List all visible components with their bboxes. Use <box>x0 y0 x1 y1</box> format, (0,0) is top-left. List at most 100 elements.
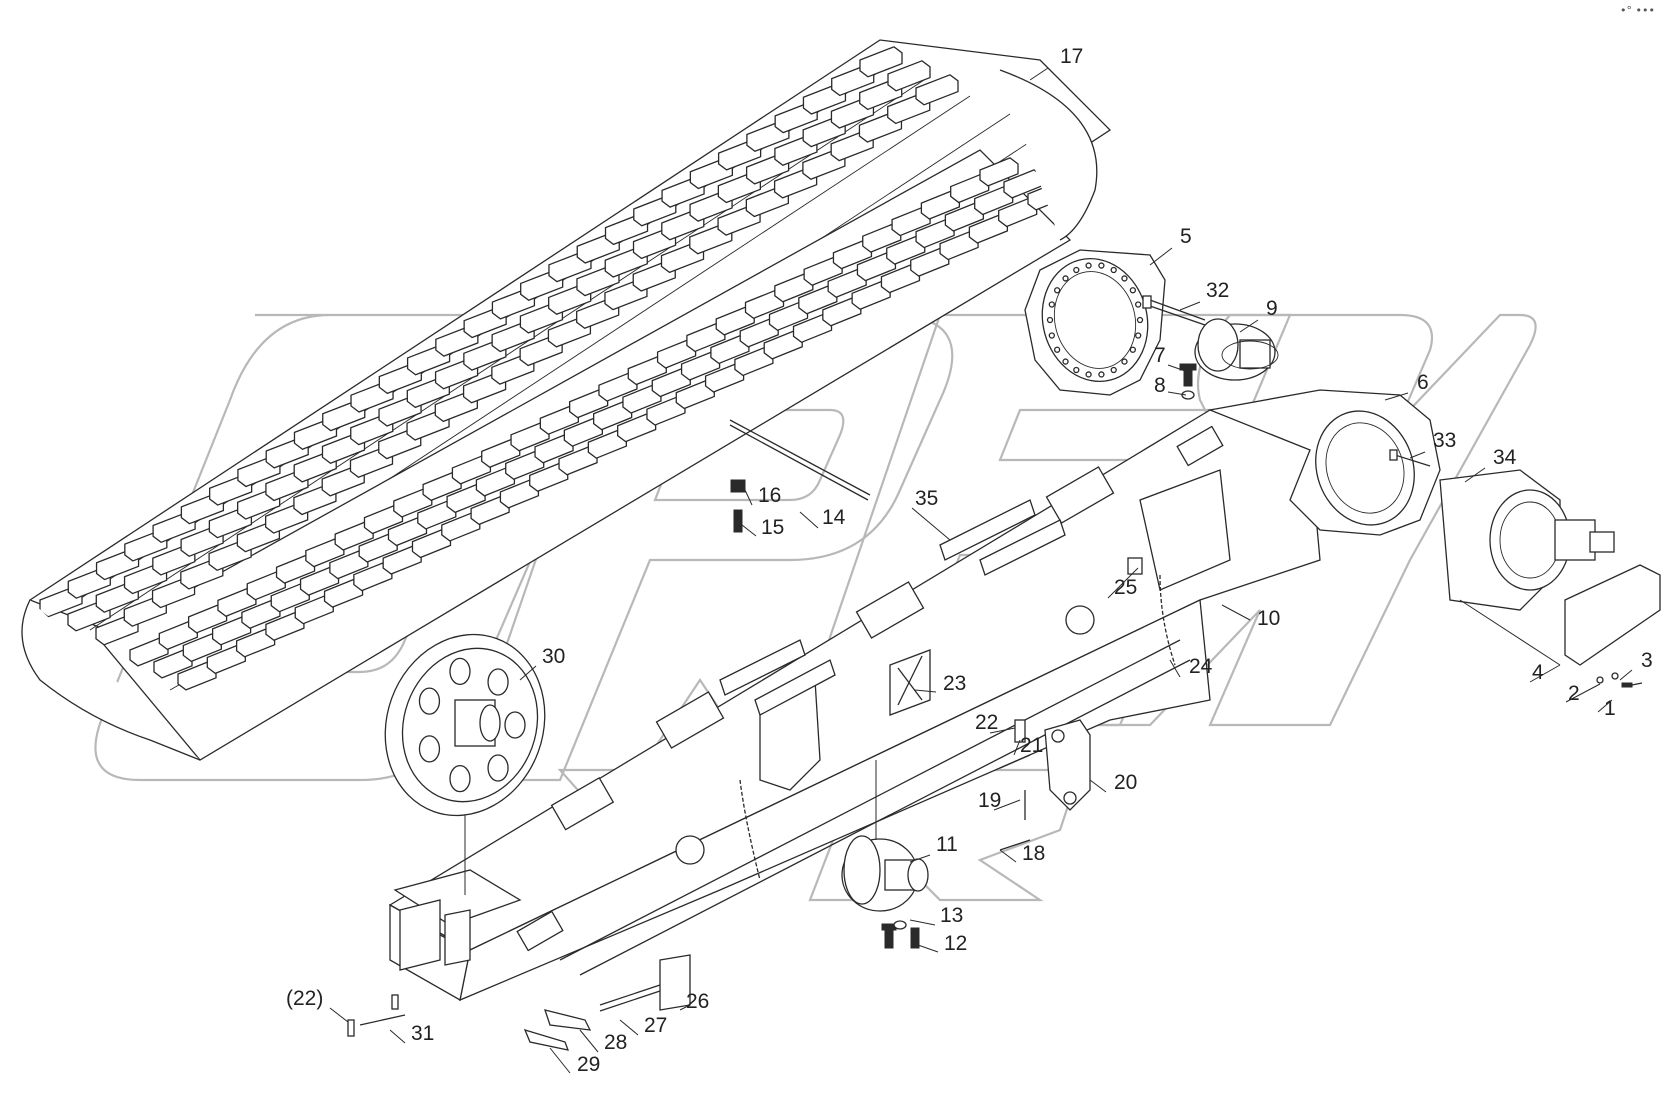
sprocket-hole <box>1098 371 1105 378</box>
sprocket-hole <box>1048 332 1055 339</box>
lifting-handles <box>719 499 1066 716</box>
front-pin <box>347 994 406 1037</box>
track-frame <box>388 409 1321 1002</box>
track-shoe <box>887 60 931 92</box>
idler-hole <box>418 735 441 763</box>
sprocket-hole <box>1135 301 1142 308</box>
callout-20: 20 <box>1114 771 1137 794</box>
sprocket-hole <box>1053 346 1061 353</box>
leader-lines <box>329 67 1633 1074</box>
track-shoes-lower <box>129 157 1067 691</box>
callout-10: 10 <box>1257 607 1280 630</box>
idler-holes <box>418 657 526 793</box>
sprocket-hole <box>1110 266 1117 274</box>
front-idler <box>384 633 546 817</box>
callout-22: 22 <box>975 711 998 734</box>
sprocket-hole <box>1073 366 1080 374</box>
sprocket-hole <box>1046 316 1054 324</box>
track-shoe-bolts <box>730 479 746 533</box>
callout-7: 7 <box>1154 344 1166 367</box>
callout-labels: 1234567891011121314151617181920212223242… <box>286 45 1653 1076</box>
track-tensioner <box>599 954 691 1012</box>
callout-21: 21 <box>1020 734 1043 757</box>
sprocket-hole <box>1136 316 1144 324</box>
sprocket-hole <box>1085 262 1092 269</box>
track-roller <box>841 835 929 912</box>
sprocket-hole <box>1098 262 1105 269</box>
callout-15: 15 <box>761 516 784 539</box>
callout-31: 31 <box>411 1022 434 1045</box>
idler-hole <box>487 754 509 782</box>
callout-9: 9 <box>1266 297 1278 320</box>
sprocket-hole <box>1121 275 1128 282</box>
roller-mounting-bolts <box>881 920 920 949</box>
frame-lug <box>1127 557 1143 575</box>
callout-28: 28 <box>604 1031 627 1054</box>
link-pins <box>999 719 1031 851</box>
sprocket-hole <box>1135 332 1142 339</box>
callout-14: 14 <box>822 506 846 529</box>
callout-12: 12 <box>944 932 967 955</box>
callout-23: 23 <box>943 672 966 695</box>
track-pin <box>729 419 871 501</box>
callout-33: 33 <box>1433 429 1456 452</box>
tension-shims <box>523 1009 592 1051</box>
callout-32: 32 <box>1206 279 1229 302</box>
track-shoes-upper <box>39 46 959 646</box>
idler-hole <box>487 668 509 696</box>
track-shoe <box>859 46 903 78</box>
callout-4: 4 <box>1532 661 1544 684</box>
callout-13: 13 <box>940 904 963 927</box>
sprocket-hole <box>1129 287 1137 294</box>
sprocket-hole <box>1053 287 1061 294</box>
roller-bolt <box>1179 363 1197 400</box>
sprocket-hole <box>1129 346 1137 353</box>
carrier-roller <box>1194 318 1279 381</box>
callout-16: 16 <box>758 484 781 507</box>
callout-25: 25 <box>1114 576 1137 599</box>
sprocket-hole <box>1073 266 1080 274</box>
sprocket-hole <box>1062 358 1069 365</box>
motor-cover <box>1564 564 1661 666</box>
sprocket-bolt-holes <box>1046 262 1144 378</box>
callout-5: 5 <box>1180 225 1192 248</box>
corner-mark: •° ••• <box>1620 4 1655 17</box>
side-link <box>1044 719 1091 811</box>
callout-29: 29 <box>577 1053 600 1076</box>
callout-11: 11 <box>936 833 958 856</box>
guard-chains <box>739 574 1176 881</box>
track-shoe <box>979 157 1019 187</box>
sprocket-hole <box>1048 301 1055 308</box>
sprocket-hole <box>1110 366 1117 374</box>
callout-19: 19 <box>978 789 1001 812</box>
sprocket <box>1024 249 1166 396</box>
callout-3: 3 <box>1641 649 1653 672</box>
sprocket-hole <box>1085 371 1092 378</box>
track-shoe <box>915 74 959 106</box>
frame-bracket <box>889 649 931 716</box>
callout-27: 27 <box>644 1014 667 1037</box>
callout-22-ref: (22) <box>286 987 323 1010</box>
callout-18: 18 <box>1022 842 1045 865</box>
callout-17: 17 <box>1060 45 1083 68</box>
callout-30: 30 <box>542 645 565 668</box>
callout-26: 26 <box>686 990 709 1013</box>
callout-2: 2 <box>1568 682 1580 705</box>
callout-35: 35 <box>915 487 938 510</box>
sprocket-hole <box>1062 275 1069 282</box>
callout-6: 6 <box>1417 371 1429 394</box>
travel-motor <box>1439 469 1615 611</box>
idler-hole <box>418 687 441 715</box>
idler-hole <box>449 764 471 793</box>
idler-hole <box>504 711 526 739</box>
sprocket-bolt <box>1142 295 1206 326</box>
motor-bolt <box>1389 449 1431 467</box>
cover-bolts <box>1596 672 1643 688</box>
sprocket-hole <box>1121 358 1128 365</box>
track-chain <box>21 39 1112 761</box>
idler-hole <box>449 657 471 686</box>
callout-8: 8 <box>1154 374 1166 397</box>
callout-34: 34 <box>1493 446 1517 469</box>
drive-housing <box>1207 389 1441 536</box>
